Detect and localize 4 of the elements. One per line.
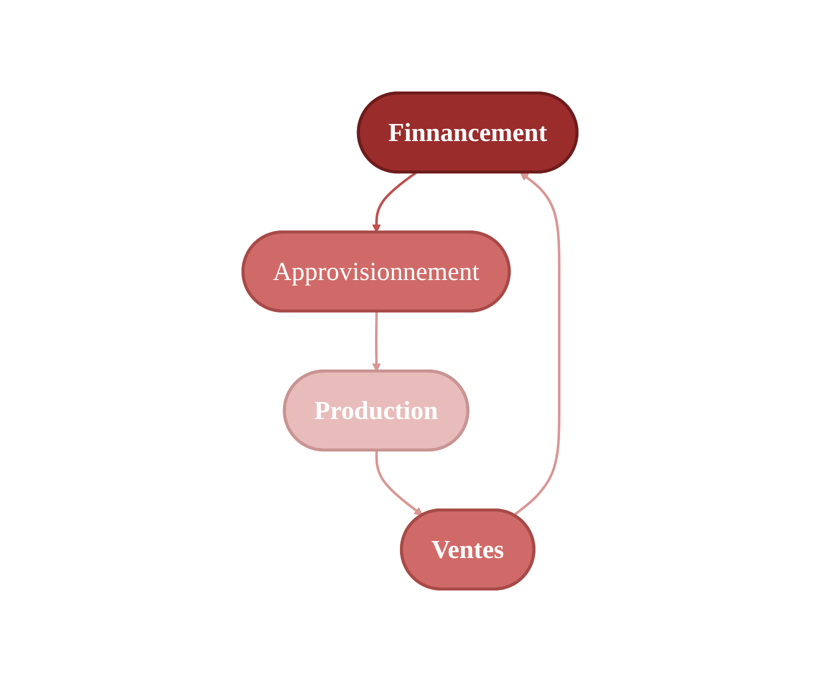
arrow [374, 450, 422, 516]
arrow [512, 172, 560, 516]
arrow [372, 311, 380, 372]
arrow [372, 172, 416, 233]
